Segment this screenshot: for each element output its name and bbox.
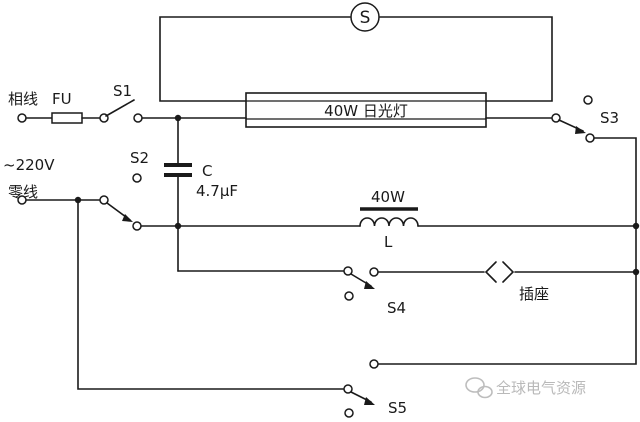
voltage-label: ~220V xyxy=(3,156,55,174)
capacitor-branch: S2 C 4.7μF xyxy=(130,117,238,272)
tube-label: 40W 日光灯 xyxy=(324,102,408,120)
s4-terminal-bottom xyxy=(344,291,354,301)
s3-switch: S3 xyxy=(377,95,640,365)
s3-blade-tip xyxy=(575,126,586,134)
neutral-terminal xyxy=(17,195,27,205)
starter-loop: S xyxy=(159,2,553,102)
phase-line-label: 相线 xyxy=(8,90,38,108)
fuse-label: FU xyxy=(52,90,72,108)
junction-dot xyxy=(174,222,182,230)
inductor-coil xyxy=(359,217,419,227)
s3-terminal-bottom xyxy=(585,133,595,143)
junction-dot xyxy=(632,222,640,230)
s4-output-terminal xyxy=(369,359,379,369)
socket-terminal xyxy=(369,267,379,277)
fuse-symbol xyxy=(51,112,83,124)
socket-right-contact xyxy=(502,261,515,283)
s3-label: S3 xyxy=(600,109,619,127)
s4-terminal-left xyxy=(343,266,353,276)
neutral-line-label: 零线 xyxy=(8,183,38,201)
capacitor-label: C xyxy=(202,162,212,180)
s4-label: S4 xyxy=(387,299,406,317)
watermark-text: 全球电气资源 xyxy=(496,379,586,397)
s4-blade-tip xyxy=(364,281,375,289)
phase-terminal xyxy=(17,113,27,123)
neutral-line: 零线 xyxy=(8,183,361,231)
socket-left-contact xyxy=(484,261,497,283)
s5-blade-tip xyxy=(364,397,375,405)
s2-label: S2 xyxy=(130,149,149,167)
s1-terminal-right xyxy=(133,113,143,123)
capacitor-value: 4.7μF xyxy=(196,182,238,200)
starter-label: S xyxy=(360,8,371,28)
ballast-inductor: 40W L xyxy=(359,188,637,251)
starter-symbol xyxy=(350,2,380,32)
phase-line: 相线 FU S1 xyxy=(8,82,247,124)
s5-terminal-left xyxy=(343,384,353,394)
watermark: 全球电气资源 xyxy=(465,377,586,399)
s2-terminal-bottom xyxy=(132,221,142,231)
s1-blade xyxy=(105,99,135,117)
s3-terminal-top xyxy=(583,95,593,105)
s1-label: S1 xyxy=(113,82,132,100)
s5-label: S5 xyxy=(388,399,407,417)
s4-switch: S4 xyxy=(177,266,406,369)
socket: 插座 xyxy=(369,261,637,303)
s5-terminal-bottom xyxy=(344,408,354,418)
socket-label: 插座 xyxy=(519,285,549,303)
s2-blade-tip xyxy=(122,214,133,222)
ballast-power-label: 40W xyxy=(371,188,405,206)
s2-terminal-left xyxy=(99,195,109,205)
wechat-icon xyxy=(465,377,493,399)
s5-switch: S5 xyxy=(77,199,407,418)
fluorescent-tube: 40W 日光灯 xyxy=(245,92,487,128)
inductor-label: L xyxy=(384,233,393,251)
s3-terminal-left xyxy=(551,113,561,123)
s2-terminal-top xyxy=(132,173,142,183)
